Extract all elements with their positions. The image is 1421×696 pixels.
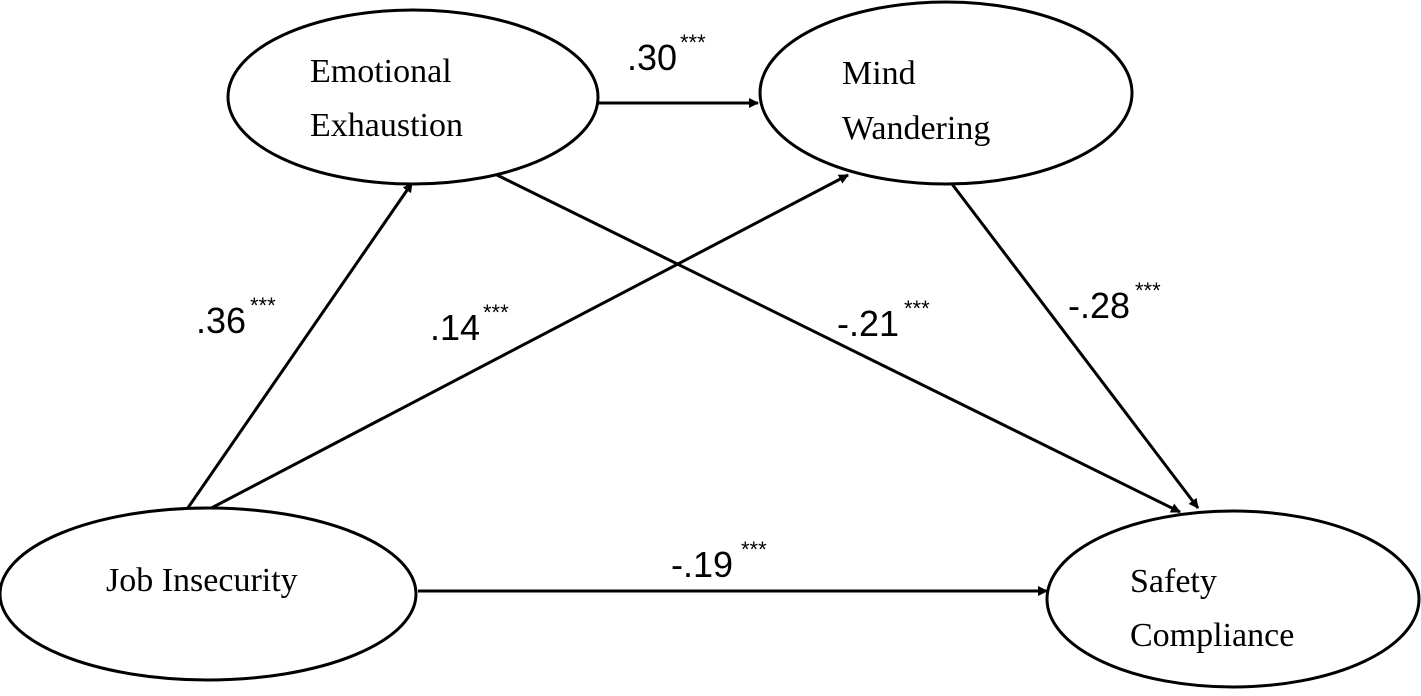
svg-text:Exhaustion: Exhaustion (310, 107, 463, 144)
edge-ji-to-ee (181, 182, 414, 516)
svg-text:Safety: Safety (1130, 563, 1217, 600)
label-ee-to-mw: .30 *** (627, 30, 706, 78)
node-mind-wandering: Mind Wandering (758, 0, 1134, 186)
edge-mw-to-sc (950, 183, 1200, 509)
label-ji-to-sc: -.19 *** (671, 537, 767, 585)
svg-text:.36: .36 (196, 300, 246, 341)
svg-text:***: *** (904, 296, 930, 321)
svg-text:-.19: -.19 (671, 544, 733, 585)
node-emotional-exhaustion: Emotional Exhaustion (226, 8, 600, 186)
svg-text:***: *** (680, 30, 706, 55)
svg-text:.30: .30 (627, 37, 677, 78)
svg-text:Compliance: Compliance (1130, 617, 1294, 654)
svg-text:***: *** (741, 537, 767, 562)
svg-text:-.28: -.28 (1068, 285, 1130, 326)
label-ji-to-ee: .36 *** (196, 293, 276, 341)
edge-ee-to-sc (494, 172, 1181, 514)
label-ee-to-sc: -.21 *** (837, 296, 930, 344)
svg-text:***: *** (483, 300, 509, 325)
svg-text:-.21: -.21 (837, 303, 899, 344)
svg-text:Emotional: Emotional (310, 53, 452, 90)
svg-text:***: *** (250, 293, 276, 318)
svg-text:Job Insecurity: Job Insecurity (106, 562, 298, 599)
label-ji-to-mw: .14 *** (430, 300, 509, 348)
label-mw-to-sc: -.28 *** (1068, 278, 1161, 326)
svg-text:Wandering: Wandering (842, 110, 990, 147)
edge-ji-to-mw (197, 173, 849, 517)
svg-text:Mind: Mind (842, 55, 916, 92)
node-safety-compliance: Safety Compliance (1045, 509, 1421, 689)
svg-text:***: *** (1135, 278, 1161, 303)
svg-text:.14: .14 (430, 307, 480, 348)
node-job-insecurity: Job Insecurity (0, 506, 418, 682)
